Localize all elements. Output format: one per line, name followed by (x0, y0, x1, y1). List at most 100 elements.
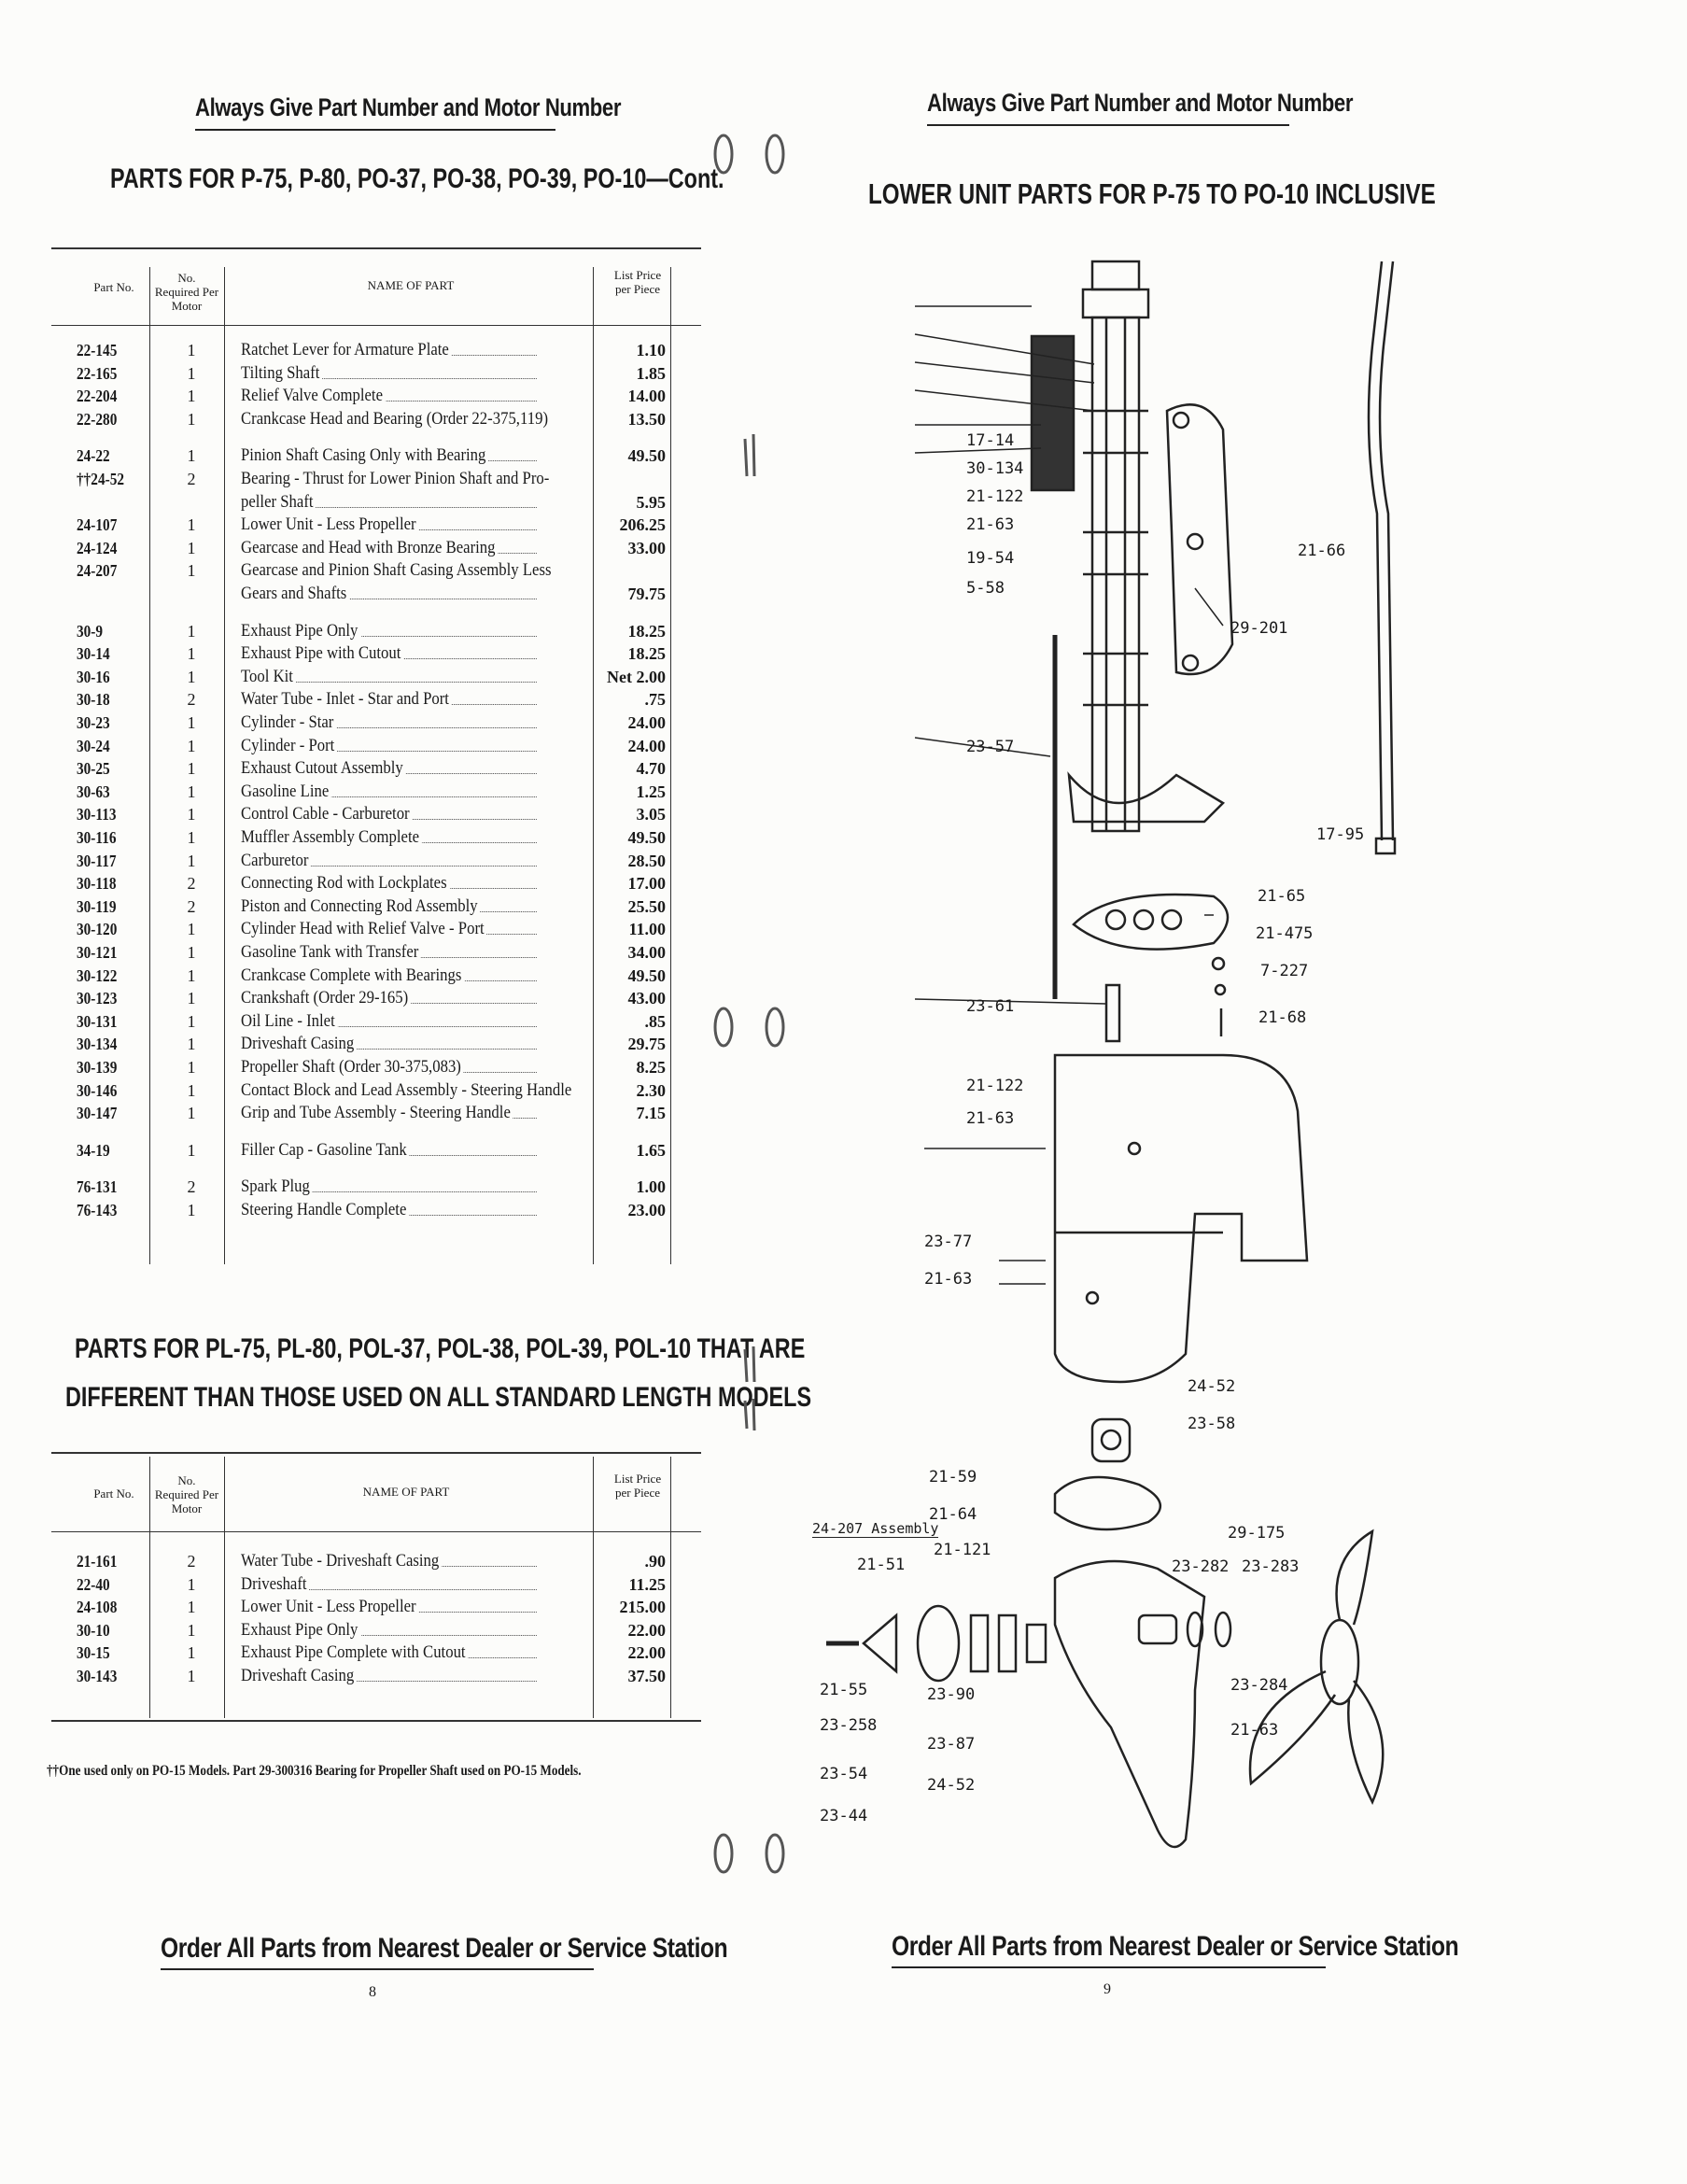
part-number-cell: 30-139 (77, 1058, 118, 1077)
part-name-text: Control Cable - Carburetor (241, 804, 413, 824)
part-number-cell: 30-116 (77, 828, 117, 847)
part-number-cell: 30-9 (77, 621, 104, 641)
quantity-cell: 1 (187, 538, 196, 557)
part-name-cell: Steering Handle Complete (241, 1199, 537, 1221)
part-name-cell: peller Shaft (241, 491, 537, 514)
gasket-21-59 (1053, 1475, 1162, 1531)
left-page-footer: Order All Parts from Nearest Dealer or S… (161, 1933, 728, 1964)
quantity-cell: 1 (187, 828, 196, 847)
table2-col-divider (670, 1457, 671, 1718)
table2-col-divider (593, 1457, 594, 1718)
quantity-cell: 1 (187, 1104, 196, 1123)
part-number-cell: 30-134 (77, 1035, 118, 1054)
part-name-cell: Water Tube - Inlet - Star and Port (241, 688, 537, 711)
part-name-cell: Exhaust Pipe Only (241, 620, 537, 642)
part-number-cell: 30-15 (77, 1643, 110, 1663)
price-cell: 215.00 (619, 1598, 667, 1617)
dot-leader (241, 750, 537, 752)
left-page-header: Always Give Part Number and Motor Number (195, 93, 622, 121)
callout-label: 23-44 (820, 1807, 868, 1825)
part-number-cell: 30-14 (77, 644, 110, 664)
part-number-cell: 30-119 (77, 896, 117, 916)
table2-col-divider (224, 1457, 225, 1718)
part-name-text: Pinion Shaft Casing Only with Bearing (241, 445, 489, 466)
callout-label: 23-77 (924, 1233, 973, 1251)
table1-col-divider (149, 267, 150, 1264)
quantity-cell: 1 (187, 1620, 196, 1640)
part-number-cell: 24-207 (77, 561, 118, 581)
part-name-cell: Filler Cap - Gasoline Tank (241, 1139, 537, 1162)
part-name-cell: Driveshaft Casing (241, 1033, 537, 1055)
quantity-cell: 1 (187, 736, 196, 755)
price-cell: 8.25 (636, 1058, 667, 1077)
quantity-cell: 1 (187, 409, 196, 429)
right-page-footer: Order All Parts from Nearest Dealer or S… (892, 1931, 1459, 1962)
part-name-text: Muffler Assembly Complete (241, 827, 422, 847)
dot-leader (241, 1191, 537, 1193)
part-name-cell: Lower Unit - Less Propeller (241, 1596, 537, 1618)
quantity-cell: 1 (187, 1598, 196, 1617)
quantity-cell: 1 (187, 1058, 196, 1077)
table2-col-divider (149, 1457, 150, 1718)
dot-leader (241, 506, 537, 508)
callout-label: 23-61 (966, 997, 1015, 1016)
quantity-cell: 1 (187, 621, 196, 641)
quantity-cell: 1 (187, 644, 196, 664)
quantity-cell: 1 (187, 965, 196, 985)
price-cell: 1.65 (636, 1140, 667, 1160)
callout-label: 23-284 (1230, 1676, 1288, 1695)
dot-leader (241, 1681, 537, 1682)
left-footer-underline (161, 1968, 594, 1970)
part-name-cell: Connecting Rod with Lockplates (241, 872, 537, 895)
part-number-cell: 24-108 (77, 1598, 118, 1617)
dot-leader (241, 1049, 537, 1050)
right-page-header: Always Give Part Number and Motor Number (927, 89, 1354, 117)
part-number-cell: 30-113 (77, 805, 117, 824)
left-header-underline (195, 129, 555, 131)
part-name-text: Grip and Tube Assembly - Steering Handle (241, 1103, 513, 1123)
callout-label: 21-475 (1256, 924, 1314, 943)
price-cell: 5.95 (636, 492, 667, 512)
callout-label: 21-64 (929, 1505, 977, 1524)
quantity-cell: 1 (187, 943, 196, 962)
part-name-text: Exhaust Pipe with Cutout (241, 643, 404, 664)
part-name-cell: Control Cable - Carburetor (241, 803, 537, 825)
callout-label: 17-14 (966, 431, 1015, 450)
part-name-cell: Crankcase Complete with Bearings (241, 965, 537, 987)
quantity-cell: 1 (187, 759, 196, 779)
dot-leader (241, 796, 537, 797)
callout-label: 21-68 (1258, 1008, 1307, 1027)
part-number-cell: 30-131 (77, 1011, 118, 1031)
part-number-cell: 76-131 (77, 1177, 118, 1197)
part-name-text: Connecting Rod with Lockplates (241, 873, 450, 894)
callout-label: 21-65 (1258, 887, 1306, 906)
dot-leader (241, 865, 537, 867)
table2-header-price: List Price per Piece (613, 1472, 662, 1500)
price-cell: 11.00 (628, 920, 666, 939)
part-name-text: Filler Cap - Gasoline Tank (241, 1139, 410, 1160)
part-name-cell: Tool Kit (241, 666, 537, 688)
part-number-cell: 30-18 (77, 690, 110, 710)
callout-label: 23-58 (1188, 1415, 1236, 1433)
callout-label: 23-54 (820, 1765, 868, 1783)
part-name-text: Tool Kit (241, 666, 296, 686)
part-name-text: Exhaust Pipe Only (241, 620, 361, 641)
table1-col-divider (224, 267, 225, 1264)
part-name-text: Cylinder - Port (241, 735, 337, 755)
part-name-cell: Cylinder Head with Relief Valve - Port (241, 918, 537, 940)
callout-label: 21-63 (966, 515, 1015, 534)
part-name-text: Gearcase and Head with Bronze Bearing (241, 537, 499, 557)
part-number-cell: ††24-52 (77, 470, 124, 488)
callout-label: 30-134 (966, 459, 1024, 478)
table1-header-no-required: No. Required Per Motor (154, 271, 219, 313)
cone-21-55 (862, 1613, 898, 1674)
table1-header-price: List Price per Piece (613, 268, 662, 296)
part-name-cell: Gasoline Tank with Transfer (241, 941, 537, 964)
part-name-cell: Crankshaft (Order 29-165) (241, 987, 537, 1009)
part-number-cell: 30-147 (77, 1104, 118, 1123)
part-number-cell: 30-120 (77, 920, 118, 939)
left-page-title: PARTS FOR P-75, P-80, PO-37, PO-38, PO-3… (110, 163, 724, 194)
quantity-cell: 1 (187, 805, 196, 824)
price-cell: 4.70 (636, 759, 667, 779)
quantity-cell: 1 (187, 851, 196, 870)
